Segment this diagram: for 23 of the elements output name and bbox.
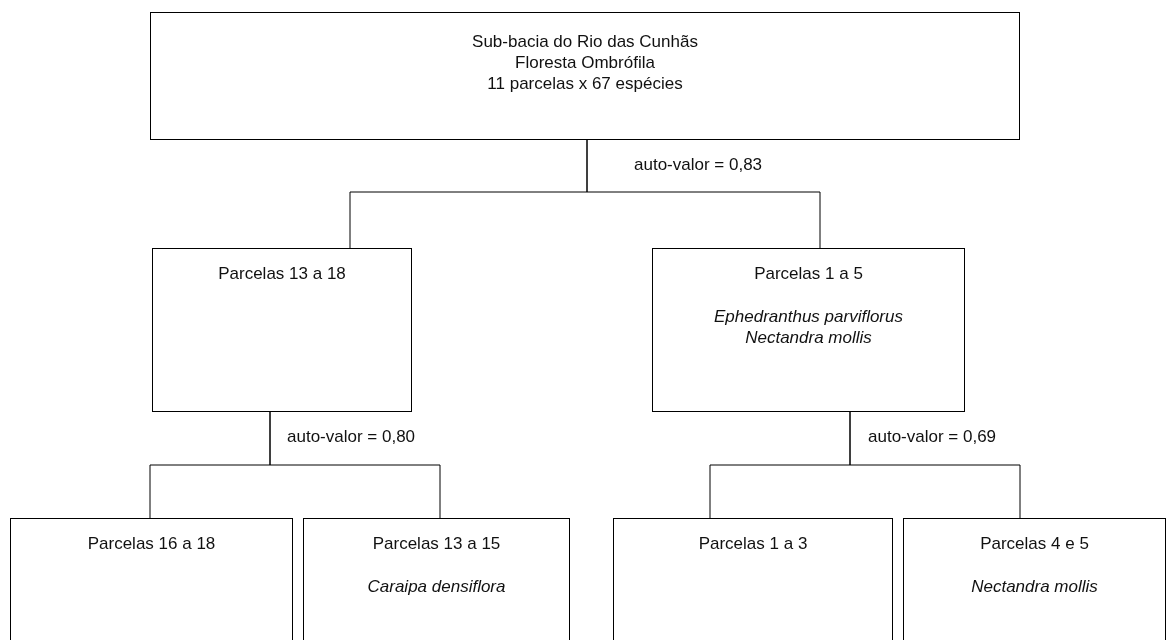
group-box xyxy=(903,518,1166,640)
connector-line xyxy=(269,411,441,519)
group-title: Parcelas 16 a 18 xyxy=(87,533,216,554)
group-title: Parcelas 13 a 18 xyxy=(218,263,346,284)
species-name: Caraipa densiflora xyxy=(367,576,506,597)
species-name: Ephedranthus parviflorus xyxy=(714,306,903,327)
species-name: Nectandra mollis xyxy=(745,327,872,348)
group-box xyxy=(303,518,570,640)
group-title: Parcelas 4 e 5 xyxy=(980,533,1089,554)
group-title: Parcelas 13 a 15 xyxy=(372,533,501,554)
group-title: Parcelas 1 a 5 xyxy=(754,263,863,284)
group-title: Sub-bacia do Rio das Cunhãs xyxy=(472,31,698,52)
group-box xyxy=(152,248,412,412)
group-box xyxy=(613,518,893,640)
group-box xyxy=(652,248,965,412)
connector-line xyxy=(849,411,1021,519)
species-name: Floresta Ombrófila xyxy=(515,52,655,73)
group-box xyxy=(10,518,293,640)
group-box xyxy=(150,12,1020,140)
connector-line xyxy=(586,139,821,249)
species-name: 11 parcelas x 67 espécies xyxy=(487,73,683,94)
group-title: Parcelas 1 a 3 xyxy=(698,533,808,554)
species-name: Nectandra mollis xyxy=(971,576,1098,597)
